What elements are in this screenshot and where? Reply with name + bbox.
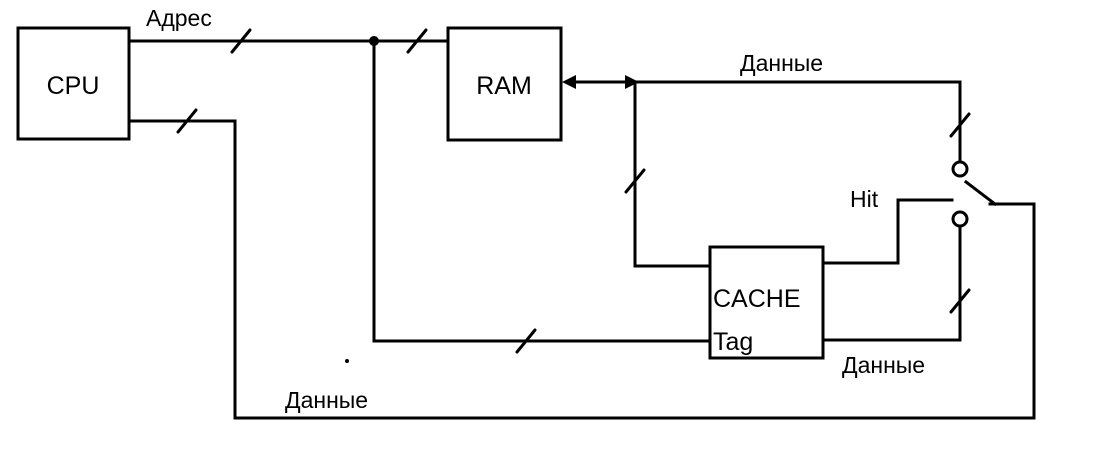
bus-width-mark (406, 28, 428, 54)
cache-block: CACHE Tag (708, 245, 825, 360)
arrow-right-icon (625, 75, 639, 89)
data-label-cpu: Данные (285, 387, 368, 413)
cache-label: CACHE (713, 285, 801, 313)
data-selector-switch (951, 160, 998, 228)
tag-label: Tag (713, 328, 753, 356)
cpu-label: CPU (47, 72, 100, 100)
address-bus (127, 28, 712, 354)
cache-data-bus (821, 226, 971, 342)
cpu-block: CPU (16, 26, 131, 141)
bus-width-mark (515, 328, 537, 354)
bus-width-mark (230, 28, 252, 54)
ram-data-bus (562, 75, 971, 268)
arrow-left-icon (562, 75, 576, 89)
data-label-cache: Данные (842, 352, 925, 378)
bus-width-mark (949, 112, 971, 138)
bus-width-mark (176, 108, 198, 134)
cpu-data-bus (127, 108, 1036, 420)
bus-width-mark (624, 168, 646, 194)
address-label: Адрес (146, 5, 212, 31)
switch-contact-upper (951, 160, 969, 178)
hit-line (821, 198, 954, 265)
scan-speck (345, 359, 349, 363)
data-label-ram: Данные (740, 50, 823, 76)
junction-dot (369, 36, 379, 46)
switch-lever (963, 179, 998, 207)
ram-block: RAM (446, 26, 563, 142)
hit-label: Hit (850, 186, 879, 212)
switch-contact-lower (951, 210, 969, 228)
bus-width-mark (949, 288, 971, 314)
ram-label: RAM (476, 72, 532, 100)
